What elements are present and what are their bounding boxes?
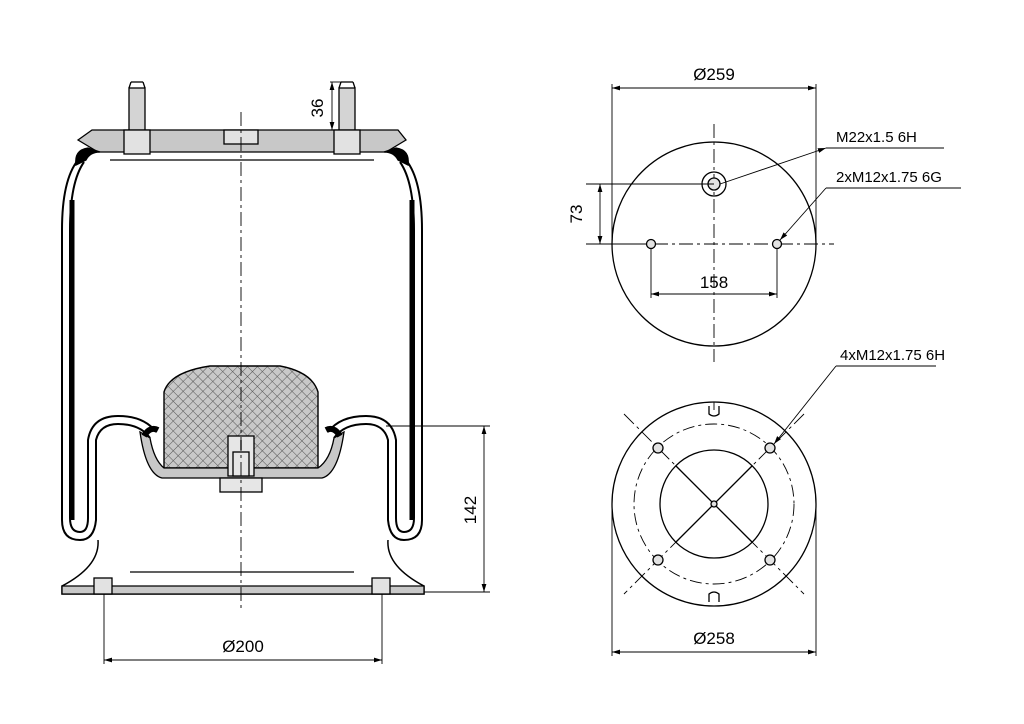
top-studs-callout: 2xM12x1.75 6G bbox=[836, 169, 942, 186]
bottom-hole-3 bbox=[652, 554, 664, 566]
top-dimensions bbox=[586, 84, 961, 298]
top-stud-right bbox=[338, 81, 356, 133]
stud-spacing-label: 158 bbox=[700, 273, 728, 292]
bottom-hole-4 bbox=[764, 554, 776, 566]
center-thread-callout: M22x1.5 6H bbox=[836, 129, 917, 146]
bottom-holes-callout: 4xM12x1.75 6H bbox=[840, 347, 945, 364]
height-142-label: 142 bbox=[461, 496, 480, 524]
center-offset-label: 73 bbox=[567, 205, 586, 224]
stud-hole-right bbox=[771, 238, 783, 250]
stud-height-label: 36 bbox=[308, 99, 327, 118]
bottom-dimensions bbox=[611, 365, 936, 656]
top-plate-diameter-label: Ø259 bbox=[693, 65, 735, 84]
top-stud-left bbox=[128, 81, 146, 133]
bottom-view bbox=[611, 401, 817, 607]
side-view bbox=[61, 81, 425, 610]
top-view bbox=[604, 124, 834, 362]
bottom-hole-1 bbox=[652, 442, 664, 454]
base-diameter-label: Ø200 bbox=[222, 637, 264, 656]
stud-hole-left bbox=[645, 238, 657, 250]
bottom-hole-2 bbox=[764, 442, 776, 454]
bellows-outer bbox=[61, 159, 151, 542]
side-dimensions bbox=[103, 81, 490, 664]
bottom-inner-circle bbox=[659, 449, 769, 559]
bottom-plate-diameter-label: Ø258 bbox=[693, 629, 735, 648]
